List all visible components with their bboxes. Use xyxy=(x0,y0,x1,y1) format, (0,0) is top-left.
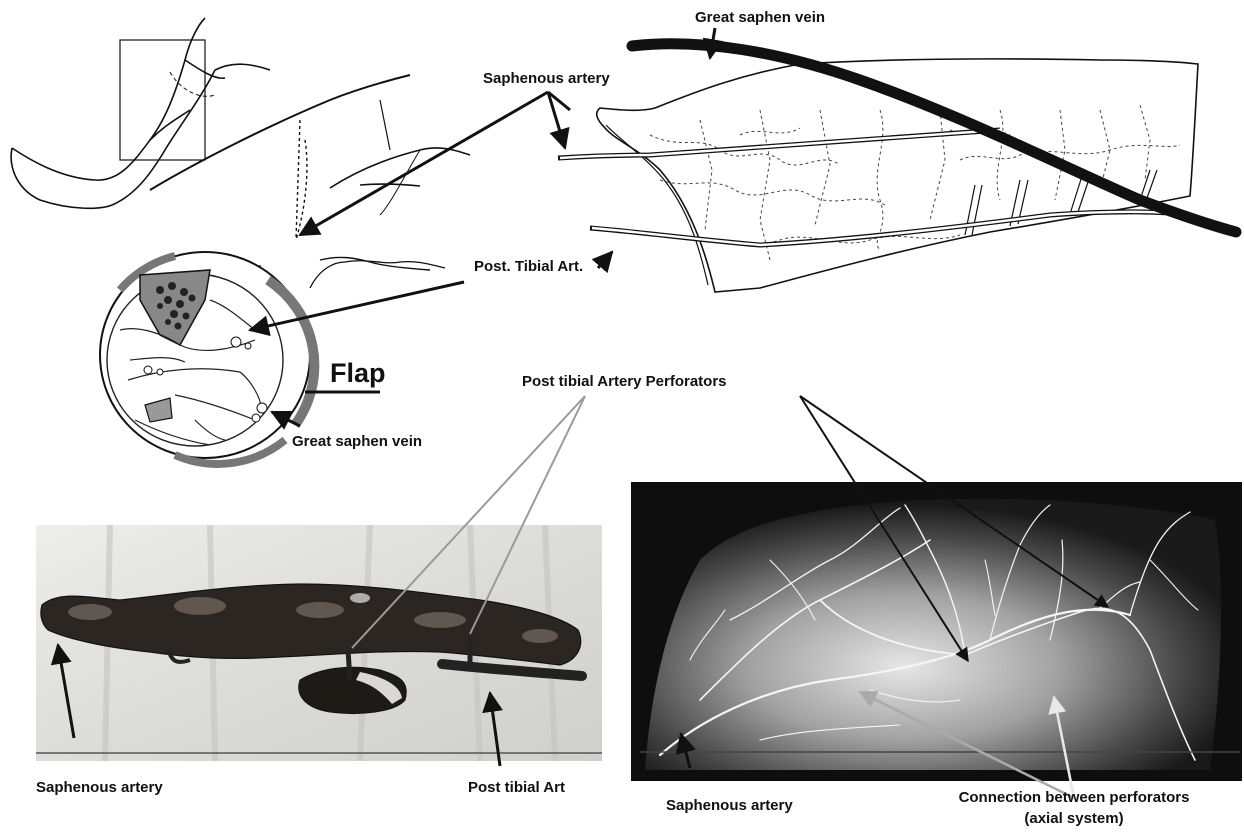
label-flap: Flap xyxy=(330,358,386,388)
label-perforators: Post tibial Artery Perforators xyxy=(522,373,727,390)
label-saphenous-artery-angio: Saphenous artery xyxy=(666,797,793,814)
label-saphenous-artery-top: Saphenous artery xyxy=(483,70,610,87)
specimen-photo xyxy=(36,525,602,761)
flap-drawing xyxy=(558,44,1236,292)
label-great-saphen-vein-section: Great saphen vein xyxy=(292,433,422,450)
label-saphenous-artery-photo: Saphenous artery xyxy=(36,779,163,796)
label-connection-line1: Connection between perforators xyxy=(959,789,1190,806)
arrow-saphenous-to-section xyxy=(300,92,548,235)
angiogram-photo xyxy=(631,482,1242,781)
label-post-tibial-art-photo: Post tibial Art xyxy=(468,779,565,796)
label-connection-line2: (axial system) xyxy=(1024,810,1123,827)
arrow-post-tibial-to-flap xyxy=(598,252,612,268)
label-great-saphen-vein-top: Great saphen vein xyxy=(695,9,825,26)
label-post-tibial-art-top: Post. Tibial Art. xyxy=(474,258,583,275)
